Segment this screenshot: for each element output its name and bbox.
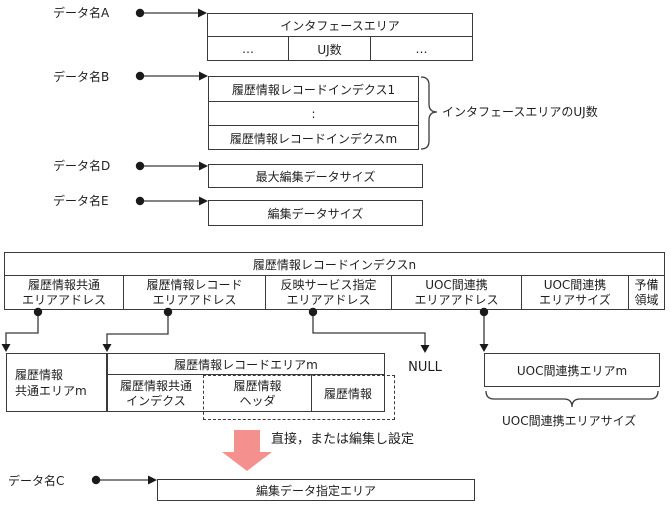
pointer-bullet-b xyxy=(135,71,145,81)
row-label-data-c: データ名C xyxy=(8,474,65,488)
col-uoc-link-size: UOC間連携エリアサイズ xyxy=(521,276,628,310)
cell-history-header: 履歴情報ヘッダ xyxy=(233,378,282,408)
interface-area-cell-left: … xyxy=(242,42,254,56)
interface-area-cell-right: … xyxy=(415,42,428,56)
interface-area-title: インタフェースエリア xyxy=(208,14,472,37)
pointer-bullet-e xyxy=(135,196,145,206)
cell-history-info: 履歴情報 xyxy=(311,375,384,412)
arrowhead-d xyxy=(199,161,208,171)
arrowhead-c xyxy=(148,475,157,485)
record-index-row-1: 履歴情報レコードインデクス1 xyxy=(209,77,418,102)
cell-common-index: 履歴情報共通インデクス xyxy=(119,378,192,408)
set-arrow-label: 直接，または編集し設定 xyxy=(271,432,415,447)
col-reflect-service-address: 反映サービス指定エリアアドレス xyxy=(265,276,391,310)
connector-record-area xyxy=(106,314,169,345)
uj-count-brace-label: インタフェースエリアのUJ数 xyxy=(442,105,598,119)
record-index-n-title: 履歴情報レコードインデクスn xyxy=(5,253,664,276)
arrowhead-uoc-area xyxy=(479,344,489,352)
edit-data-target-box: 編集データ指定エリア xyxy=(157,479,475,501)
record-index-n-table: 履歴情報レコードインデクスn 履歴情報共通エリアアドレス 履歴情報レコードエリア… xyxy=(4,252,665,310)
row-label-data-b: データ名B xyxy=(53,70,110,84)
record-index-row-m: 履歴情報レコードインデクスm xyxy=(229,131,398,146)
col-common-area-address: 履歴情報共通エリアアドレス xyxy=(21,278,106,307)
row-label-data-a: データ名A xyxy=(53,6,110,20)
pointer-bullet-c xyxy=(91,475,101,485)
record-index-row-dots: : xyxy=(209,102,418,126)
arrowhead-a xyxy=(198,8,207,18)
record-index-list-box: 履歴情報レコードインデクス1 : 履歴情報レコードインデクスm xyxy=(208,76,419,150)
row-label-data-e: データ名E xyxy=(53,194,109,208)
col-uoc-link-address: UOC間連携エリアアドレス xyxy=(391,276,521,310)
arrowhead-e xyxy=(199,196,208,206)
arrowhead-record-area xyxy=(102,344,112,352)
null-label: NULL xyxy=(408,360,442,375)
edit-data-size-box: 編集データサイズ xyxy=(208,200,423,226)
uoc-link-area-box: UOC間連携エリアm xyxy=(484,353,660,387)
arrowhead-b xyxy=(199,71,208,81)
uoc-size-brace xyxy=(485,390,659,408)
arrowhead-common-area xyxy=(1,344,11,352)
arrowhead-null xyxy=(420,345,430,353)
pointer-bullet-a xyxy=(135,8,145,18)
set-arrow xyxy=(222,430,272,471)
connector-common-area xyxy=(5,314,39,345)
interface-area-box: インタフェースエリア … UJ数 … xyxy=(207,13,473,61)
max-edit-data-size-box: 最大編集データサイズ xyxy=(208,164,423,188)
history-record-area-table: 履歴情報レコードエリアm 履歴情報共通インデクス 履歴情報ヘッダ 履歴情報 xyxy=(107,353,385,412)
connector-null xyxy=(312,314,426,346)
interface-area-cell-ujcount: UJ数 xyxy=(288,37,371,61)
history-record-area-title: 履歴情報レコードエリアm xyxy=(108,354,384,375)
dashed-highlight-rect xyxy=(203,375,395,420)
col-reserved: 予備領域 xyxy=(628,276,664,310)
uj-count-brace xyxy=(420,76,438,150)
uoc-size-brace-label: UOC間連携エリアサイズ xyxy=(502,414,637,428)
row-label-data-d: データ名D xyxy=(53,159,111,173)
col-record-area-address: 履歴情報レコードエリアアドレス xyxy=(123,276,265,310)
pointer-bullet-d xyxy=(135,161,145,171)
history-common-area-box: 履歴情報 共通エリアm xyxy=(6,353,107,412)
